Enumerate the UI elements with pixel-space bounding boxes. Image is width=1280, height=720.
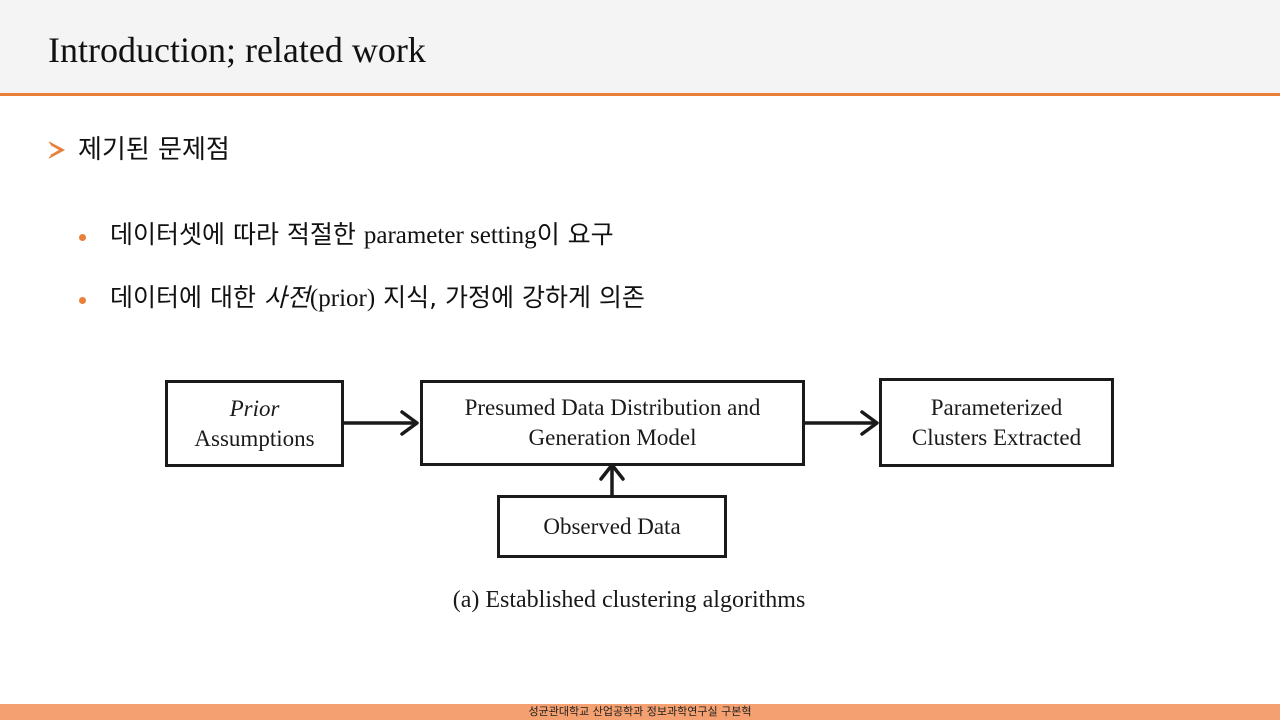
box-label: Observed Data bbox=[543, 513, 681, 539]
observed-data-box: Observed Data bbox=[497, 495, 727, 558]
prior-assumptions-box: Prior Assumptions bbox=[165, 380, 344, 467]
box-label: Assumptions bbox=[194, 425, 315, 451]
box-label: Generation Model bbox=[528, 425, 697, 450]
box-label: Clusters Extracted bbox=[911, 424, 1082, 450]
generation-model-box: Presumed Data Distribution and Generatio… bbox=[420, 380, 805, 466]
point-text: 데이터셋에 따라 적절한 bbox=[110, 220, 364, 249]
footer-text: 성균관대학교 산업공학과 정보과학연구실 구본혁 bbox=[528, 705, 752, 718]
point-text: 이 요구 bbox=[536, 220, 614, 249]
slide-title: Introduction; related work bbox=[48, 30, 426, 70]
footer-bar: 성균관대학교 산업공학과 정보과학연구실 구본혁 bbox=[0, 704, 1280, 720]
bullet-dot bbox=[79, 234, 86, 241]
bullet-dot bbox=[79, 297, 86, 304]
figure-caption: (a) Established clustering algorithms bbox=[452, 587, 806, 613]
bullet-point-prior: 데이터에 대한 사전(prior) 지식, 가정에 강하게 의존 bbox=[110, 280, 645, 317]
point-latin-text: parameter setting bbox=[363, 222, 537, 249]
title-underline bbox=[0, 93, 1280, 96]
section-heading: 제기된 문제점 bbox=[78, 135, 230, 165]
point-latin-text: (prior) bbox=[309, 285, 376, 312]
point-emphasis-text: 사전 bbox=[263, 283, 310, 312]
arrowhead-model-to-clusters bbox=[860, 410, 879, 436]
arrowhead-prior-to-model bbox=[400, 410, 419, 436]
box-label: Prior bbox=[229, 395, 280, 421]
point-text: 지식, 가정에 강하게 의존 bbox=[375, 283, 645, 312]
bullet-point-parameter: 데이터셋에 따라 적절한 parameter setting이 요구 bbox=[110, 217, 614, 254]
box-label: Presumed Data Distribution and bbox=[464, 395, 761, 420]
parameterized-clusters-box: Parameterized Clusters Extracted bbox=[879, 378, 1114, 467]
point-text: 데이터에 대한 bbox=[110, 283, 264, 312]
box-label: Parameterized bbox=[930, 394, 1063, 420]
arrow-bullet-icon bbox=[48, 141, 66, 159]
title-bar bbox=[0, 0, 1280, 93]
arrowhead-observed-to-model bbox=[599, 463, 625, 481]
